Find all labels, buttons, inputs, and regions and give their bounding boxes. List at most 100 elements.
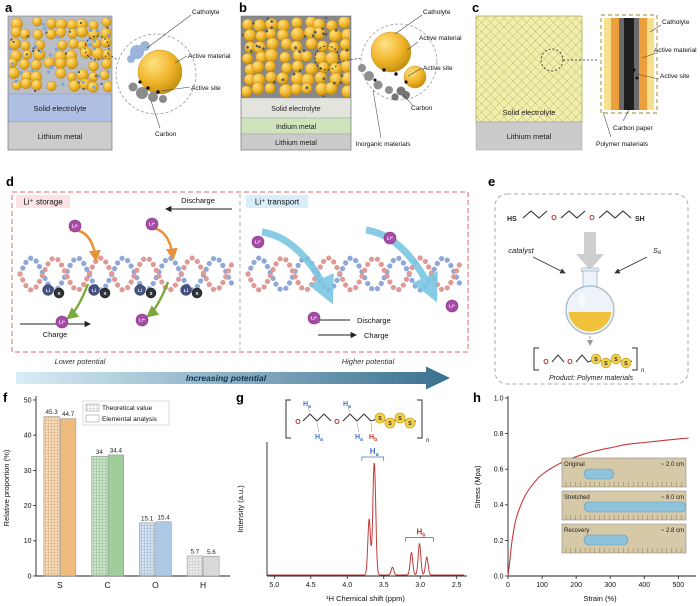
electrolyte-sphere [266,37,279,51]
product-structure: O O S S S S n [533,347,645,374]
carbon-blobs [128,82,167,103]
li-bead [180,284,192,296]
electrolyte-sphere [255,30,267,42]
electrolyte-sphere [290,83,303,96]
product-caption: Product: Polymer materials [549,375,634,382]
electrolyte-sphere [304,62,318,76]
li-ion-label: Li⁺ [149,222,155,227]
inorganic-dot [249,49,253,53]
inorganic-dot [258,45,261,49]
charge-label-left: Charge [43,330,68,339]
electrolyte-sphere [339,38,350,51]
catalyst-arrow [532,256,566,274]
li-release-arrow [66,283,90,320]
label-active-material: Active material [419,35,462,42]
x-tick-label: 500 [673,582,685,589]
polymer-sample [583,468,615,480]
electrolyte-sphere [251,82,265,95]
s-bead [53,287,65,299]
stack-border [7,15,113,151]
sulfur-atom: S [398,416,402,422]
electrolyte-sphere [32,17,42,27]
carbon-dot [82,87,85,91]
catholyte-dot [97,74,101,78]
catholyte-blob [127,41,150,63]
inorganic-dot [345,48,349,52]
electrolyte-sphere [66,19,78,30]
inorganic-dot [266,17,270,20]
inorganic-dot [340,74,344,78]
x-tick-label: 300 [604,582,616,589]
inorganic-dot [246,45,249,49]
electrolyte-sphere [9,38,21,50]
anode-layer-label: Lithium metal [275,140,317,147]
active-site-dots [373,68,408,84]
y-tick-label: 10 [24,538,32,545]
inorganic-dot [305,86,309,90]
peak-bracket [361,456,385,461]
electrolyte-sphere [32,29,43,40]
oxygen-atom: O [551,215,557,222]
electrolyte-sphere [242,53,254,65]
peak-assignment-label: Ha [370,447,380,458]
y-tick-label: 40 [24,433,32,440]
label-active-site: Active site [423,65,453,72]
catholyte-dot [107,33,111,37]
bar-value-label: 5.6 [207,549,216,556]
electrolyte-sphere [340,59,350,73]
lower-potential-label: Lower potential [55,357,106,366]
li-ion [445,299,459,313]
bar-theoretical-hatch-H [187,555,203,576]
inset-photo-label: Original [564,462,585,468]
inorganic-dot [339,81,343,84]
inorganic-dot [294,46,297,50]
electrolyte-sphere [31,79,43,91]
sulfur-atom: S [378,416,382,422]
inorganic-dot [265,29,269,33]
legend-swatch-theoretical-hatch [86,404,99,411]
s-bead-label: S [195,291,198,296]
inorganic-dot [324,32,328,36]
label-active-material: Active material [654,47,697,54]
inset-photo-label: Stretched [564,495,590,501]
electrolyte-sphere [101,58,111,70]
li-bead-label: Li [184,288,188,293]
electrode-stack-c: Solid electrolyte Lithium metal [475,15,583,151]
label-active-material: Active material [188,53,231,60]
inorganic-dot [311,34,315,38]
carbon-dot [10,38,13,41]
electrolyte-sphere [101,17,111,27]
y-axis-title: Relative proportion (%) [2,449,11,526]
electrolyte-sphere [34,39,46,50]
li-ion [307,311,321,325]
electrolyte-sphere [243,29,257,42]
label-catholyte: Catholyte [192,9,220,16]
li-ion [383,231,397,245]
li-ion-label: Li⁺ [311,316,317,321]
catalyst-label: catalyst [508,246,534,255]
electrolyte-sphere [57,40,68,51]
oxygen-atom: O [334,419,340,426]
electrolyte-sphere [341,84,350,97]
label-active-site: Active site [191,85,221,92]
zoom-region-circle [314,45,340,71]
bar-value-label: 5.7 [190,548,199,555]
carbon-dot [65,52,68,55]
catholyte-dot [9,47,13,51]
x-tick-label: 100 [536,582,548,589]
electrolyte-sphere [55,27,66,38]
catholyte-dot [81,80,85,84]
y-tick-label: 1.0 [494,395,504,402]
carbon-dot [32,47,35,50]
x-tick-label: 4.5 [306,582,316,589]
polymer-sample [583,534,629,546]
thiol-end-label: SH [635,216,645,223]
catholyte-dot [89,28,93,32]
li-bead [134,284,146,296]
electrolyte-sphere [291,17,303,29]
bar-theoretical-hatch-S [43,416,60,576]
sulfur-atom: S [604,361,608,367]
